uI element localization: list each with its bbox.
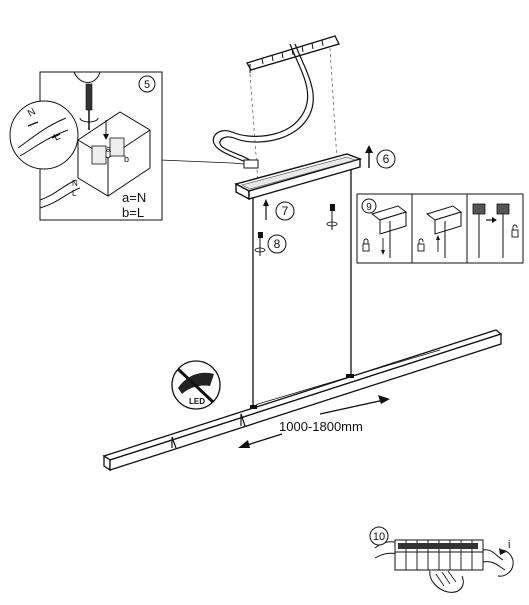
step-6-number: 6 (383, 152, 390, 166)
canopy-box (234, 153, 363, 201)
step-9-number: 9 (366, 202, 372, 213)
dimension-label: 1000-1800mm (279, 419, 363, 434)
led-text: LED (189, 397, 205, 406)
mains-cable (212, 43, 309, 166)
step-8: 8 (254, 232, 287, 256)
detail-callout (159, 159, 245, 165)
terminal-b-mark: b (124, 154, 129, 164)
terminal-a-mark: a (106, 144, 111, 154)
suspension-wires (252, 170, 352, 410)
step-7-number: 7 (282, 204, 289, 218)
connector-detail: 10 i (369, 526, 514, 593)
terminal-n-mark: N (72, 179, 78, 188)
wiring-a-label: a=N (122, 190, 146, 205)
step-10-mark: i (508, 539, 510, 551)
led-badge: LED (171, 360, 221, 410)
step-5-number: 5 (144, 79, 150, 91)
step-8-number: 8 (274, 237, 281, 251)
step-5-badge (138, 75, 156, 93)
ceiling-plate (246, 35, 340, 73)
step-6: 6 (365, 145, 396, 169)
right-screw (326, 204, 338, 230)
light-bar (102, 329, 503, 472)
terminal-l-mark: L (72, 189, 77, 198)
gripper-detail: 9 (356, 193, 524, 264)
bubble-l-mark: L (52, 131, 63, 144)
wiring-detail: N L a b N L a=N b=L 5 (9, 71, 163, 221)
bubble-n-mark: N (26, 106, 38, 119)
length-dimension: 1000-1800mm (238, 395, 390, 448)
step-10-number: 10 (373, 531, 385, 543)
step-7: 7 (263, 199, 295, 221)
wiring-b-label: b=L (122, 205, 144, 220)
